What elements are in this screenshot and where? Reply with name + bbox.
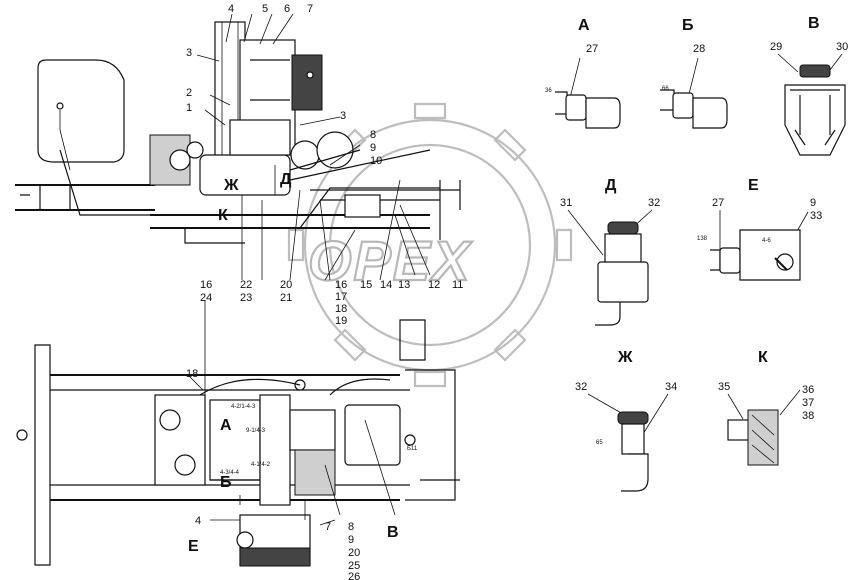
svg-text:9-1/4-3: 9-1/4-3: [246, 428, 266, 434]
svg-text:5: 5: [262, 3, 268, 15]
svg-text:19: 19: [335, 315, 347, 327]
svg-text:16: 16: [335, 279, 347, 291]
view-b-title: Б: [682, 17, 694, 34]
view-b-small: 66: [662, 86, 669, 92]
svg-text:7: 7: [325, 521, 331, 533]
svg-text:8: 8: [370, 129, 376, 141]
view-k-part-37: 37: [802, 397, 814, 409]
view-d-part-31: 31: [560, 197, 572, 209]
view-zh: Ж 32 34 65: [575, 349, 677, 492]
svg-text:11: 11: [452, 279, 463, 291]
view-d-part-32: 32: [648, 197, 660, 209]
svg-text:Б: Б: [220, 474, 232, 491]
svg-text:25: 25: [348, 560, 360, 572]
svg-text:4: 4: [195, 515, 201, 527]
svg-text:К: К: [218, 207, 228, 224]
svg-text:20: 20: [348, 547, 360, 559]
receiver-tank-plan: [344, 404, 401, 466]
svg-text:22: 22: [240, 279, 252, 291]
frame-rail-plan: [50, 374, 400, 501]
svg-text:4: 4: [228, 3, 234, 15]
svg-text:16: 16: [200, 279, 212, 291]
svg-text:Е: Е: [188, 538, 199, 555]
view-a-small: 36: [545, 88, 552, 94]
svg-text:10: 10: [370, 155, 382, 167]
frame-rail-long: [150, 214, 430, 229]
svg-text:12: 12: [428, 279, 440, 291]
view-e-part-9: 9: [810, 197, 816, 209]
svg-text:15: 15: [360, 279, 372, 291]
lower-tank: [199, 154, 291, 196]
filter-housing: [291, 54, 323, 111]
watermark-text: OPEX: [308, 229, 473, 292]
svg-text:4-2/1-4-3: 4-2/1-4-3: [231, 404, 256, 410]
view-k-part-38: 38: [802, 410, 814, 422]
svg-text:1: 1: [186, 102, 192, 114]
top-side-view: 4 5 6 7 3 2 1 3 8 9 10 Ж Д К 22 23 20 21…: [15, 3, 463, 327]
view-zh-title: Ж: [617, 349, 633, 366]
view-d-title: Д: [605, 177, 617, 194]
view-v-part-29: 29: [770, 41, 782, 53]
svg-text:26: 26: [348, 571, 360, 580]
svg-text:24: 24: [200, 292, 212, 304]
view-k-part-35: 35: [718, 381, 730, 393]
view-v-title: В: [808, 15, 820, 32]
svg-text:Ж: Ж: [223, 177, 239, 194]
svg-text:18: 18: [335, 303, 347, 315]
svg-text:17: 17: [335, 291, 347, 303]
svg-text:18: 18: [186, 368, 198, 380]
view-zh-part-32: 32: [575, 381, 587, 393]
view-k-part-36: 36: [802, 384, 814, 396]
view-b: Б 28 66: [660, 17, 728, 129]
view-a-title: А: [578, 17, 590, 34]
front-bumper: [34, 344, 51, 566]
svg-text:6: 6: [284, 3, 290, 15]
svg-text:4-3/4-4: 4-3/4-4: [220, 470, 240, 476]
bottom-plan-view: 16 24 18 А Б Е 4 7 8 9 20 25 26 В 4-2/1-…: [16, 279, 460, 580]
view-e-part-27: 27: [712, 197, 724, 209]
view-d: Д 31 32: [560, 177, 660, 326]
svg-text:3: 3: [186, 47, 192, 59]
air-dryer-plan: [289, 409, 336, 451]
view-zh-part-34: 34: [665, 381, 677, 393]
svg-text:7: 7: [307, 3, 313, 15]
svg-text:Д: Д: [280, 171, 292, 188]
view-a-part-27: 27: [586, 43, 598, 55]
view-b-part-28: 28: [693, 43, 705, 55]
svg-text:3: 3: [340, 110, 346, 122]
view-e-part-33: 33: [810, 210, 822, 222]
svg-text:20: 20: [280, 279, 292, 291]
svg-text:9: 9: [348, 534, 354, 546]
svg-text:2: 2: [186, 87, 192, 99]
svg-text:9: 9: [370, 142, 376, 154]
watermark: OPEX: [287, 102, 573, 388]
view-e-small-4-6: 4-6: [762, 238, 771, 244]
svg-text:8: 8: [348, 521, 354, 533]
view-k: К 35 36 37 38: [718, 349, 814, 466]
view-e: Е 27 9 33 138 4-6: [697, 177, 822, 281]
svg-text:13: 13: [398, 279, 410, 291]
svg-text:14: 14: [380, 279, 392, 291]
svg-text:23: 23: [240, 292, 252, 304]
view-e-small-138: 138: [697, 236, 708, 242]
view-zh-small: 65: [596, 440, 603, 446]
svg-text:4-1/4-2: 4-1/4-2: [251, 462, 271, 468]
view-a: А 27 36: [545, 17, 621, 129]
view-v-part-30: 30: [836, 41, 848, 53]
cab-block: [37, 59, 125, 163]
frame-rail: [15, 184, 155, 211]
view-k-title: К: [758, 349, 768, 366]
svg-text:В: В: [387, 524, 399, 541]
svg-text:А: А: [220, 417, 232, 434]
view-v: В 29 30: [770, 15, 848, 156]
view-e-title: Е: [748, 177, 759, 194]
svg-text:21: 21: [280, 292, 292, 304]
svg-text:Б11: Б11: [407, 446, 418, 452]
